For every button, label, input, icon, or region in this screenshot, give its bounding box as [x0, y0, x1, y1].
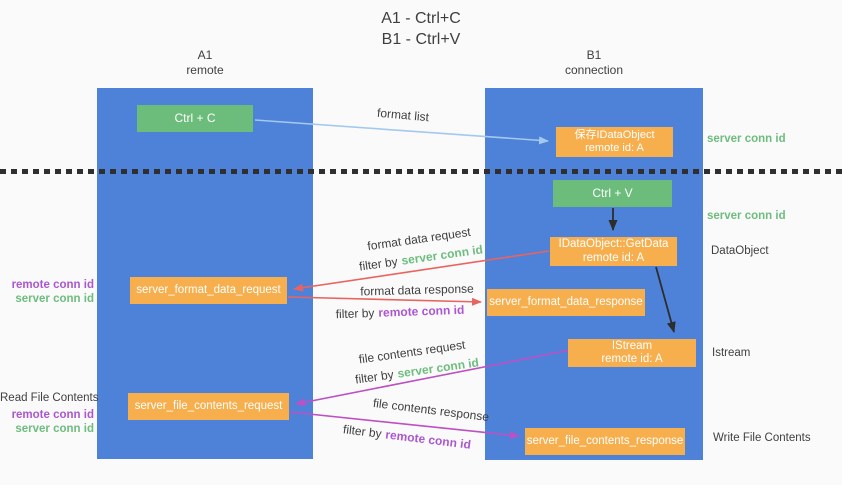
save-idataobject-line1: 保存IDataObject	[574, 128, 655, 141]
ctrl-v-label: Ctrl + V	[592, 185, 633, 200]
remote-conn-id-left-top: remote conn id	[11, 279, 94, 291]
left-conn-id-group-bottom: Read File Contents remote conn id server…	[0, 391, 99, 436]
server-conn-id-left-bottom: server conn id	[15, 423, 94, 435]
server-conn-id-right-mid: server conn id	[707, 210, 786, 222]
filter-by-text: filter by	[342, 422, 383, 441]
left-conn-id-group-top: remote conn id server conn id	[0, 278, 94, 306]
title-line-2: B1 - Ctrl+V	[381, 31, 461, 48]
format-list-label: format list	[376, 105, 430, 125]
node-server-file-contents-request: server_file_contents_request	[128, 393, 289, 420]
lane-a1-title: A1	[197, 48, 213, 62]
istream-side-label: Istream	[712, 347, 751, 359]
node-save-idataobject: 保存IDataObject remote id: A	[556, 127, 673, 157]
server-file-contents-request-label: server_file_contents_request	[134, 399, 283, 412]
node-server-format-data-request: server_format_data_request	[130, 277, 287, 304]
istream-line2: remote id: A	[601, 353, 663, 365]
istream-line1: IStream	[611, 339, 653, 352]
lane-a1-subtitle: remote	[186, 63, 224, 77]
lane-b1-subtitle: connection	[564, 63, 624, 77]
remote-conn-id-text: remote conn id	[378, 302, 465, 320]
server-format-data-request-label: server_format_data_request	[136, 283, 281, 296]
node-server-file-contents-response: server_file_contents_response	[525, 428, 685, 455]
filter-by-text: filter by	[354, 367, 395, 387]
remote-conn-id-text: remote conn id	[384, 427, 472, 452]
lane-b1-title: B1	[586, 48, 602, 62]
server-file-contents-response-label: server_file_contents_response	[526, 434, 684, 447]
write-file-contents-label: Write File Contents	[713, 432, 811, 444]
node-ctrl-v: Ctrl + V	[553, 180, 672, 207]
node-idataobject-getdata: IDataObject::GetData remote id: A	[550, 237, 677, 266]
getdata-line1: IDataObject::GetData	[558, 238, 669, 250]
lane-header-a1: A1 remote	[97, 48, 313, 78]
file-contents-response-label: file contents response	[372, 395, 490, 425]
getdata-line2: remote id: A	[582, 251, 645, 264]
save-idataobject-line2: remote id: A	[585, 142, 644, 154]
remote-conn-id-left-bottom: remote conn id	[11, 409, 94, 421]
ctrl-c-label: Ctrl + C	[174, 110, 216, 125]
filter-by-text: filter by	[358, 254, 399, 274]
node-istream: IStream remote id: A	[568, 339, 696, 367]
server-conn-id-left-top: server conn id	[15, 293, 94, 305]
read-file-contents-label: Read File Contents	[0, 392, 99, 404]
node-ctrl-c: Ctrl + C	[137, 105, 253, 132]
dotted-separator-line	[0, 169, 842, 174]
dataobject-label: DataObject	[711, 245, 769, 257]
title-line-1: A1 - Ctrl+C	[381, 10, 461, 27]
lane-header-b1: B1 connection	[485, 48, 703, 78]
server-format-data-response-label: server_format_data_response	[489, 295, 643, 308]
format-data-response-label: format data response	[360, 281, 474, 299]
node-server-format-data-response: server_format_data_response	[487, 289, 645, 316]
diagram-title: A1 - Ctrl+C B1 - Ctrl+V	[0, 8, 842, 50]
server-conn-id-right-top: server conn id	[707, 133, 786, 145]
filter-by-text: filter by	[335, 305, 375, 322]
